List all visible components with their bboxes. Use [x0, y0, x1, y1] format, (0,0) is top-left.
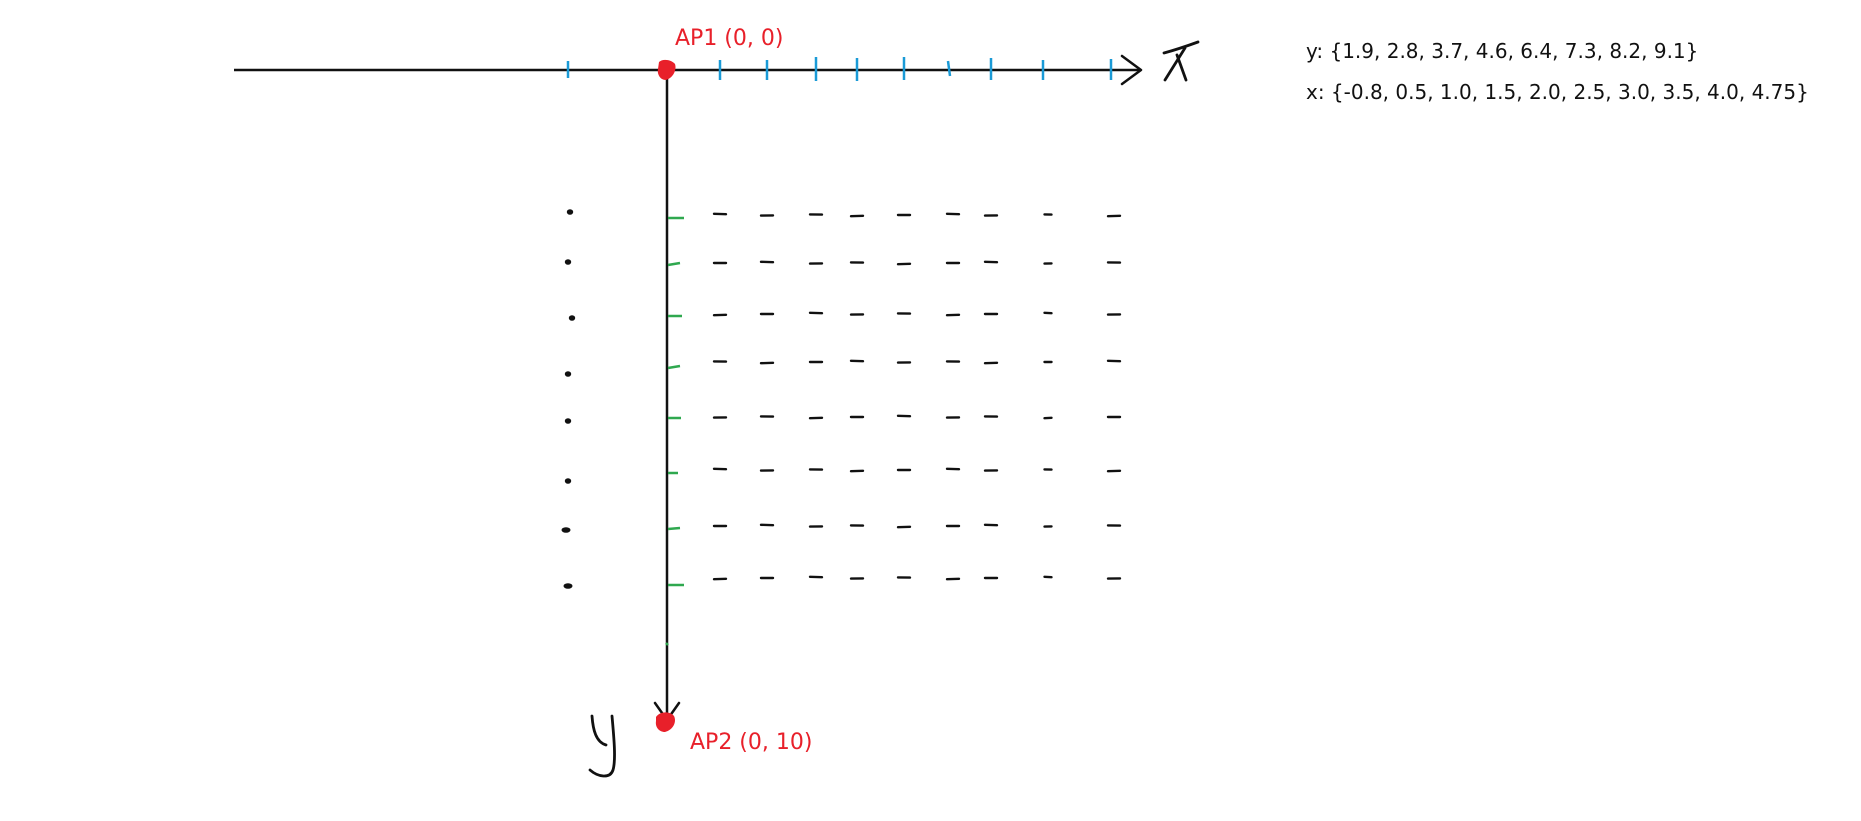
column-dot [563, 583, 573, 589]
y-values-set: y: {1.9, 2.8, 3.7, 4.6, 6.4, 7.3, 8.2, 9… [1306, 39, 1698, 63]
x-tick [946, 60, 952, 77]
x-values-set: x: {-0.8, 0.5, 1.0, 1.5, 2.0, 2.5, 3.0, … [1306, 80, 1809, 104]
dot-column [561, 209, 576, 589]
column-dot [564, 418, 572, 424]
x-axis-name [1162, 40, 1200, 82]
y-tick [667, 261, 681, 267]
y-tick [667, 526, 681, 531]
column-dot [564, 478, 572, 484]
ap1-label: AP1 (0, 0) [675, 26, 783, 51]
dash-grid [712, 212, 1122, 581]
y-tick [667, 364, 681, 370]
anchor-point-ap2 [655, 712, 675, 732]
column-dot [564, 259, 572, 265]
x-axis-arrowhead [1120, 54, 1143, 86]
column-dot [566, 209, 574, 215]
anchor-point-ap1 [657, 59, 676, 80]
y-tick-end [665, 642, 669, 646]
ap2-label: AP2 (0, 10) [690, 730, 812, 755]
column-dot [564, 371, 572, 377]
column-dot [568, 315, 576, 321]
column-dot [561, 527, 571, 533]
y-axis-name [588, 714, 616, 778]
